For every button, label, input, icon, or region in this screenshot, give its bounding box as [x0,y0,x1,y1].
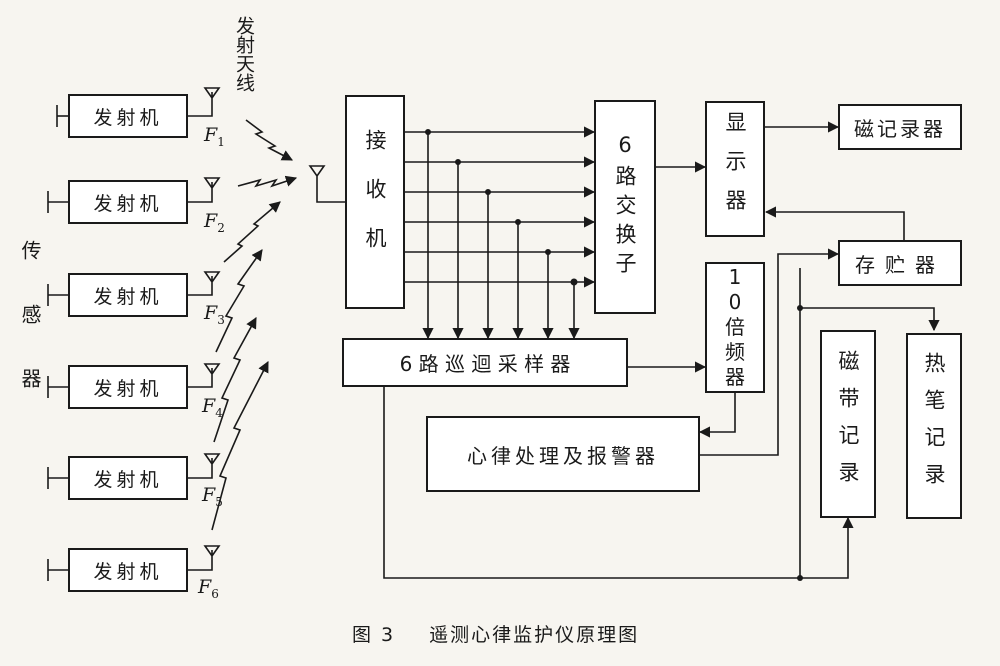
radio-signals [211,119,298,531]
heart-processor-box: 心律处理及报警器 [426,416,700,492]
receiver-box: 接收机 [345,95,405,309]
transmitter-1: 发射机 [68,94,188,138]
sampler-box: 6 路 巡 迴 采 样 器 [342,338,628,387]
antenna-label: 发射天线 [233,16,255,92]
magnetic-recorder-box: 磁记录器 [838,104,962,150]
sensor-label: 传感器 [18,240,42,432]
freq-label-6: F6 [198,576,219,601]
sensor-stubs [47,105,68,581]
tape-record-box: 磁带记录 [820,330,876,518]
freq-label-5: F5 [202,484,223,509]
switch-box: 6路交换子 [594,100,656,314]
freq-label-3: F3 [204,302,225,327]
display-box: 显示器 [705,101,765,237]
freq-label-4: F4 [202,395,223,420]
figure-caption: 图 3 遥测心律监护仪原理图 [352,620,639,647]
freq-label-2: F2 [204,210,225,235]
transmitter-4: 发射机 [68,365,188,409]
freq-label-1: F1 [204,124,225,149]
figure-title: 遥测心律监护仪原理图 [429,624,640,646]
taps-to-sampler [422,132,580,340]
multiplier-box: 10倍频器 [705,262,765,393]
storage-box: 存贮器 [838,240,962,286]
transmitter-6: 发射机 [68,548,188,592]
receiver-to-switch [405,126,596,288]
transmitter-antennas [188,87,221,571]
transmitter-3: 发射机 [68,273,188,317]
multiplier-label: 10倍频器 [725,265,745,389]
transmitter-5: 发射机 [68,456,188,500]
transmitter-2: 发射机 [68,180,188,224]
figure-number: 图 3 [352,624,396,646]
receiver-antenna [308,165,346,203]
thermal-record-box: 热笔记录 [906,333,962,519]
